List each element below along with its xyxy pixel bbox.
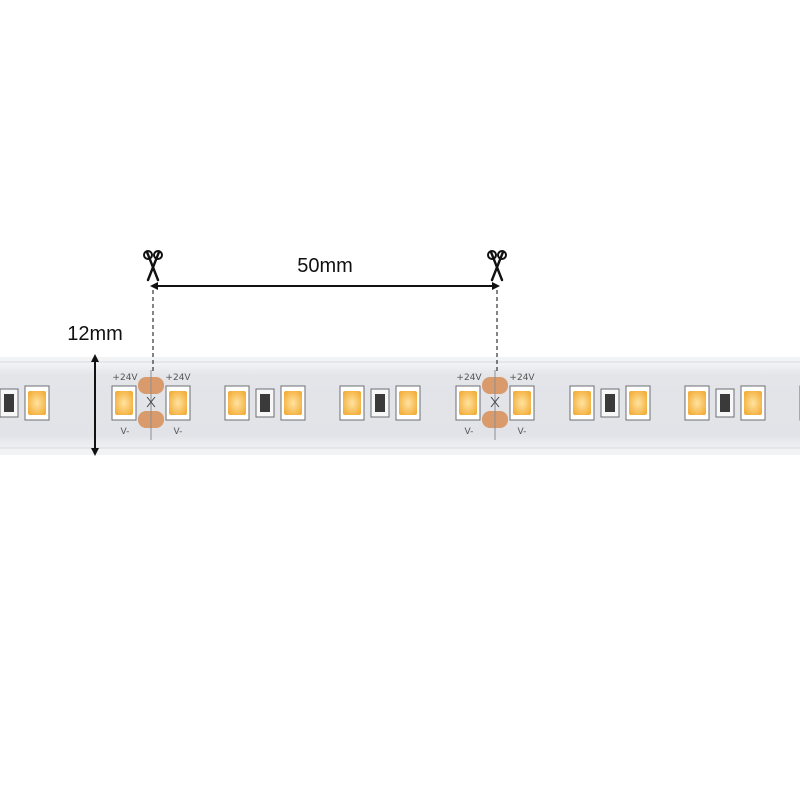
length-arrow-left xyxy=(150,282,158,290)
width-label: 12mm xyxy=(67,323,123,345)
led-chip xyxy=(343,391,361,415)
scissors-icon xyxy=(487,250,507,282)
length-dimension: 50mm xyxy=(150,255,500,372)
pad-polarity-label: V- xyxy=(121,427,130,437)
resistor xyxy=(720,394,730,412)
width-arrow-top xyxy=(91,354,99,362)
pad-polarity-label: +24V xyxy=(456,373,482,383)
led-chip xyxy=(459,391,477,415)
pad-polarity-label: +24V xyxy=(509,373,535,383)
pad-polarity-label: V- xyxy=(465,427,474,437)
pad-polarity-label: +24V xyxy=(165,373,191,383)
led-chip xyxy=(115,391,133,415)
cut-mark xyxy=(146,396,156,408)
cut-mark xyxy=(490,396,500,408)
width-arrow-bottom xyxy=(91,448,99,456)
led-chip xyxy=(513,391,531,415)
led-chip xyxy=(629,391,647,415)
resistor xyxy=(605,394,615,412)
led-chip xyxy=(284,391,302,415)
strip-components: +24V +24V V- V- +24V +24V V- V- xyxy=(0,370,800,440)
length-arrow-right xyxy=(492,282,500,290)
resistor xyxy=(260,394,270,412)
pad-polarity-label: +24V xyxy=(112,373,138,383)
scissors-icon xyxy=(143,250,163,282)
led-chip xyxy=(688,391,706,415)
led-chip xyxy=(399,391,417,415)
resistor xyxy=(375,394,385,412)
length-label: 50mm xyxy=(297,255,353,277)
led-chip xyxy=(28,391,46,415)
pad-polarity-label: V- xyxy=(518,427,527,437)
led-chip xyxy=(169,391,187,415)
led-chip xyxy=(228,391,246,415)
led-chip xyxy=(573,391,591,415)
width-dimension: 12mm xyxy=(67,323,123,456)
resistor xyxy=(4,394,14,412)
led-strip: +24V +24V V- V- +24V +24V V- V- xyxy=(0,357,800,455)
led-chip xyxy=(744,391,762,415)
pad-polarity-label: V- xyxy=(174,427,183,437)
